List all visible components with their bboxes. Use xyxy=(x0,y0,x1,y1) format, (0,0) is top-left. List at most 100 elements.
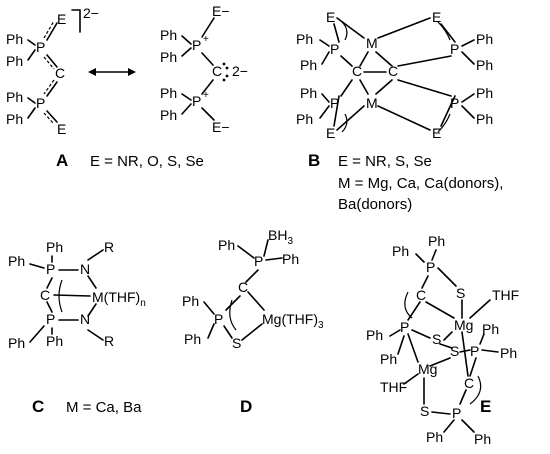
b-ph-1: Ph xyxy=(296,31,313,47)
caption-d-letter: D xyxy=(240,397,252,416)
structure-A: Ph Ph Ph Ph P P C E E 2− Ph Ph Ph xyxy=(6,3,248,170)
e-p-top: P xyxy=(426,259,435,275)
a-ph-5: Ph xyxy=(160,27,177,43)
a-c-center-2: C xyxy=(212,63,222,79)
e-c-top: C xyxy=(416,287,426,303)
a-e-upper: E xyxy=(57,11,66,27)
b-c-left: C xyxy=(352,63,362,79)
d-ph-3: Ph xyxy=(182,293,199,309)
e-s-top: S xyxy=(456,285,465,301)
a-p-upper-2: P xyxy=(192,37,201,53)
b-m-lower: M xyxy=(366,95,378,111)
e-ph-6: Ph xyxy=(500,345,517,361)
e-p-left: P xyxy=(400,319,409,335)
e-thf-top: THF xyxy=(492,287,519,303)
structure-D: Ph Ph Ph Ph BH3 P C P S Mg(THF)3 D xyxy=(182,227,324,416)
a-ph-4: Ph xyxy=(6,111,23,127)
a-charge-right: 2− xyxy=(232,63,248,79)
c-ph-left-top: Ph xyxy=(8,253,25,269)
a-e-minus-upper: E− xyxy=(212,3,230,19)
b-e-2: E xyxy=(432,9,441,25)
b-ph-8: Ph xyxy=(476,111,493,127)
e-p-right: P xyxy=(470,343,479,359)
c-ph-left-bottom: Ph xyxy=(8,335,25,351)
a-ph-7: Ph xyxy=(160,85,177,101)
d-s: S xyxy=(232,335,241,351)
a-ph-3: Ph xyxy=(6,89,23,105)
a-p-upper: P xyxy=(36,39,45,55)
c-r-upper: R xyxy=(104,239,114,255)
d-ph-2: Ph xyxy=(282,251,299,267)
e-ph-3: Ph xyxy=(366,327,383,343)
e-c-bottom: C xyxy=(464,375,474,391)
e-s-bottom: S xyxy=(420,403,429,419)
b-c-right: C xyxy=(388,63,398,79)
e-s-mid-1: S xyxy=(432,331,441,347)
e-ph-4: Ph xyxy=(380,351,397,367)
structure-B: E E E E M M C C P P P P Ph Ph Ph Ph Ph P… xyxy=(296,9,503,213)
d-ph-1: Ph xyxy=(218,237,235,253)
structure-C: Ph Ph Ph Ph P P C N N R R M(THF)n C M = … xyxy=(8,239,146,416)
d-c-center: C xyxy=(238,279,248,295)
a-p-lower: P xyxy=(36,95,45,111)
e-ph-1: Ph xyxy=(392,243,409,259)
a-ph-2: Ph xyxy=(6,53,23,69)
c-c-center: C xyxy=(40,287,50,303)
a-plus-2: + xyxy=(203,90,209,101)
e-ph-8: Ph xyxy=(474,431,491,447)
structure-E: Ph Ph P S THF C Mg P Ph Ph S S Ph P Ph M… xyxy=(366,233,519,447)
b-e-3: E xyxy=(326,125,335,141)
e-ph-5: Ph xyxy=(482,321,499,337)
c-p-lower: P xyxy=(46,311,55,327)
caption-c-text: M = Ca, Ba xyxy=(66,399,142,416)
b-ph-4: Ph xyxy=(296,111,313,127)
c-ph-bottom: Ph xyxy=(46,333,63,349)
b-e-1: E xyxy=(326,9,335,25)
a-ph-1: Ph xyxy=(6,31,23,47)
c-r-lower: R xyxy=(104,333,114,349)
e-ph-7: Ph xyxy=(426,429,443,445)
a-plus-1: + xyxy=(203,34,209,45)
d-bh3: BH3 xyxy=(268,227,293,247)
b-p-3: P xyxy=(330,95,339,111)
a-c-center: C xyxy=(55,65,65,81)
caption-b-letter: B xyxy=(308,151,320,170)
b-ph-3: Ph xyxy=(300,85,317,101)
b-ph-6: Ph xyxy=(476,57,493,73)
b-ph-2: Ph xyxy=(300,57,317,73)
resonance-arrow xyxy=(88,68,136,76)
b-p-1: P xyxy=(330,41,339,57)
e-s-mid-2: S xyxy=(450,343,459,359)
d-ph-4: Ph xyxy=(184,331,201,347)
d-metal: Mg(THF)3 xyxy=(262,311,324,331)
c-p-upper: P xyxy=(46,261,55,277)
b-ph-7: Ph xyxy=(476,85,493,101)
c-n-upper: N xyxy=(80,261,90,277)
d-p-upper: P xyxy=(254,253,263,269)
c-metal: M(THF)n xyxy=(92,289,146,309)
caption-b-line3: Ba(donors) xyxy=(338,196,412,213)
b-m-upper: M xyxy=(366,35,378,51)
a-e-lower: E xyxy=(57,121,66,137)
caption-b-line1: E = NR, S, Se xyxy=(338,153,432,170)
c-ph-top: Ph xyxy=(46,239,63,255)
b-p-4: P xyxy=(450,95,459,111)
caption-b-line2: M = Mg, Ca, Ca(donors), xyxy=(338,175,503,192)
caption-a-letter: A xyxy=(56,151,68,170)
a-charge-left: 2− xyxy=(83,5,99,21)
e-ph-2: Ph xyxy=(428,233,445,249)
e-p-bottom: P xyxy=(452,405,461,421)
a-p-lower-2: P xyxy=(192,93,201,109)
a-e-minus-lower: E− xyxy=(212,119,230,135)
c-n-lower: N xyxy=(80,311,90,327)
b-p-2: P xyxy=(450,41,459,57)
e-mg-top: Mg xyxy=(454,317,473,333)
caption-a-text: E = NR, O, S, Se xyxy=(90,153,204,170)
b-ph-5: Ph xyxy=(476,31,493,47)
e-thf-bottom: THF xyxy=(380,379,407,395)
caption-c-letter: C xyxy=(32,397,44,416)
caption-e-letter: E xyxy=(480,397,491,416)
a-ph-6: Ph xyxy=(160,49,177,65)
d-p-lower: P xyxy=(214,311,223,327)
a-ph-8: Ph xyxy=(160,107,177,123)
